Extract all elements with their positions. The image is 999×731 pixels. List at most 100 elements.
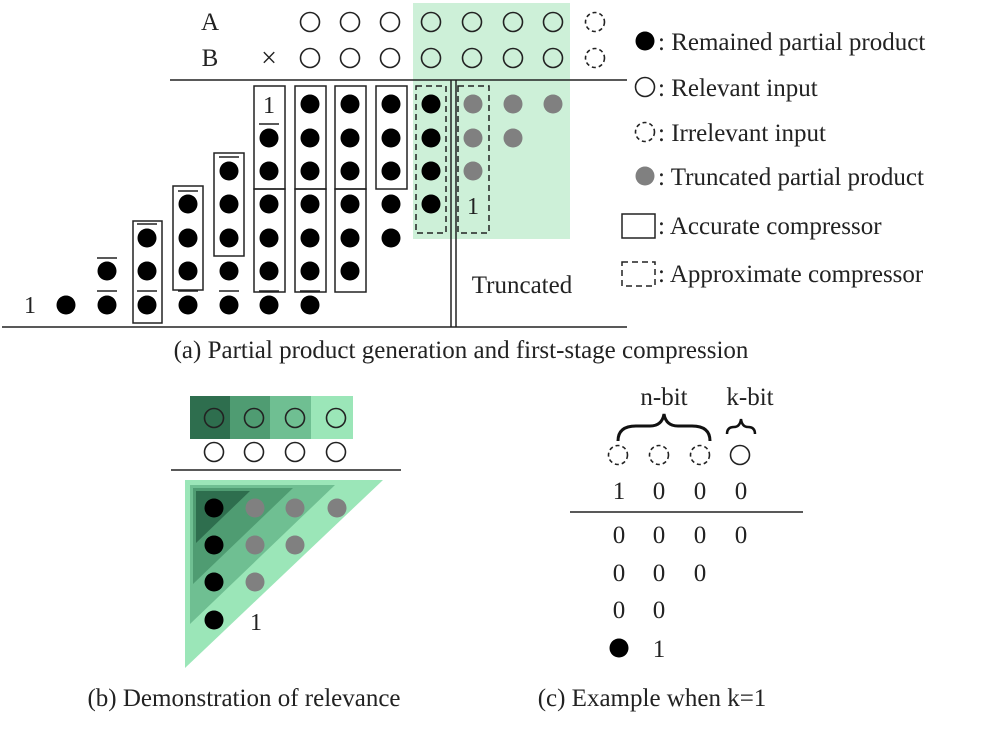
- approximate-compressors: [415, 85, 490, 234]
- remained-pp-dot: [421, 194, 441, 214]
- remained-partial-products: [56, 94, 441, 315]
- panel-b-truncated-dots: [245, 498, 347, 592]
- relevant-input-circle: [420, 11, 442, 33]
- remained-pp-dot: [178, 194, 198, 214]
- panel-b-input-row-2: [203, 441, 347, 463]
- accurate-compressor-box: [334, 188, 367, 293]
- truncated-pp-dot: [503, 94, 523, 114]
- remained-pp-dot: [259, 228, 279, 248]
- legend-accurate-marker: [621, 213, 656, 239]
- remained-pp-dot: [219, 295, 239, 315]
- truncated-pp-dot: [245, 572, 265, 592]
- panel-b: 1 (b) Demonstration of relevance: [87, 396, 401, 712]
- irrelevant-input-circle: [607, 444, 629, 466]
- remained-pp-dot: [300, 194, 320, 214]
- relevant-input-circle: [542, 47, 564, 69]
- remained-pp-dot: [381, 128, 401, 148]
- digit: 0: [653, 522, 666, 549]
- constant-one-top: 1: [263, 93, 275, 119]
- relevant-input-circle: [461, 47, 483, 69]
- remained-pp-dot: [340, 128, 360, 148]
- legend-relevant-marker: [634, 76, 656, 98]
- relevant-input-circle: [379, 11, 401, 33]
- remained-pp-dot: [381, 94, 401, 114]
- accurate-compressors: [132, 85, 408, 324]
- truncated-pp-dot: [463, 94, 483, 114]
- remained-pp-dot: [300, 261, 320, 281]
- panel-b-constant-one: 1: [250, 610, 262, 636]
- remained-pp-dot: [219, 228, 239, 248]
- relevant-input-circle: [502, 47, 524, 69]
- remained-pp-dot: [56, 295, 76, 315]
- relevant-input-circle: [203, 441, 225, 463]
- remained-pp-dot: [259, 295, 279, 315]
- legend-remained-marker: [635, 31, 655, 51]
- digit: 0: [694, 560, 707, 587]
- k-bit-brace: [725, 418, 757, 435]
- inversion-overbars: [97, 123, 320, 292]
- remained-pp-dot: [259, 128, 279, 148]
- panel-c-input-circles: [607, 444, 751, 466]
- caption-b: (b) Demonstration of relevance: [87, 685, 400, 712]
- digit: 1: [653, 636, 666, 663]
- constant-one-truncated: 1: [467, 194, 479, 220]
- remained-pp-dot: [300, 94, 320, 114]
- remained-pp-dot: [381, 161, 401, 181]
- digit: 1: [613, 478, 626, 505]
- relevant-input-circle: [339, 47, 361, 69]
- remained-pp-dot: [421, 161, 441, 181]
- remained-pp-dot: [609, 638, 629, 658]
- truncated-pp-dot: [463, 161, 483, 181]
- remained-pp-dot: [259, 261, 279, 281]
- legend-relevant-text: : Relevant input: [658, 75, 818, 102]
- legend-accurate-text: : Accurate compressor: [658, 213, 882, 240]
- irrelevant-input-circle: [584, 11, 606, 33]
- row-label-a: A: [201, 9, 219, 36]
- accurate-compressor-box: [213, 152, 245, 257]
- irrelevant-input-circle: [584, 47, 606, 69]
- caption-c: (c) Example when k=1: [538, 685, 767, 712]
- remained-pp-dot: [340, 194, 360, 214]
- relevant-input-circle: [379, 47, 401, 69]
- remained-pp-dot: [300, 228, 320, 248]
- legend-irrelevant-text: : Irrelevant input: [658, 120, 826, 147]
- remained-pp-dot: [421, 94, 441, 114]
- remained-pp-dot: [204, 610, 224, 630]
- truncated-pp-dot: [463, 128, 483, 148]
- legend-remained-text: : Remained partial product: [658, 29, 925, 56]
- legend-approximate-text: : Approximate compressor: [658, 261, 924, 288]
- relevant-input-circle: [243, 407, 265, 429]
- remained-pp-dot: [381, 194, 401, 214]
- truncated-pp-dot: [245, 535, 265, 555]
- carry-constant-one: 1: [24, 293, 36, 319]
- n-bit-brace: [616, 413, 712, 442]
- digit: 0: [735, 522, 748, 549]
- remained-pp-dot: [178, 295, 198, 315]
- remained-pp-dot: [300, 128, 320, 148]
- relevant-input-circle: [284, 441, 306, 463]
- remained-pp-dot: [137, 261, 157, 281]
- remained-pp-dot: [178, 261, 198, 281]
- remained-pp-dot: [137, 295, 157, 315]
- relevant-input-circle: [420, 47, 442, 69]
- approximate-compressor-box: [457, 85, 490, 234]
- panel-c-row-4: 1: [609, 636, 666, 663]
- remained-pp-dot: [137, 228, 157, 248]
- digit: 0: [735, 478, 748, 505]
- digit: 0: [653, 597, 666, 624]
- panel-c-row-0: 1 0 0 0: [613, 478, 748, 505]
- truncated-pp-dot: [245, 498, 265, 518]
- truncated-pp-dot: [543, 94, 563, 114]
- digit: 0: [694, 478, 707, 505]
- remained-pp-dot: [259, 194, 279, 214]
- remained-pp-dot: [219, 194, 239, 214]
- digit: 0: [653, 478, 666, 505]
- legend: : Remained partial product : Relevant in…: [621, 29, 925, 288]
- input-b-row: [299, 47, 606, 69]
- relevant-input-circle: [299, 47, 321, 69]
- panel-a: A B ×: [2, 3, 749, 364]
- row-label-b: B: [202, 45, 219, 72]
- remained-pp-dot: [204, 498, 224, 518]
- irrelevant-input-circle: [689, 444, 711, 466]
- truncated-pp-dot: [503, 128, 523, 148]
